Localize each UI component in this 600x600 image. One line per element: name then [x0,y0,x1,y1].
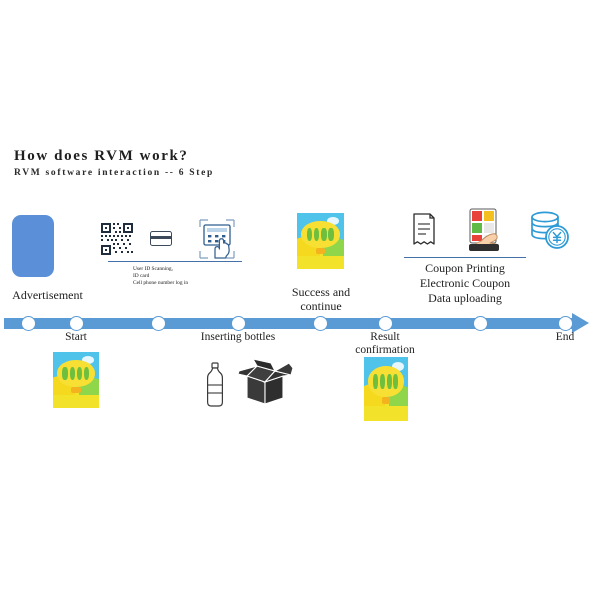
timeline-node-7[interactable] [472,316,488,331]
page-title: How does RVM work? [14,148,189,164]
timeline-node-3[interactable] [150,316,166,331]
cardboard-box-icon [237,358,294,406]
timeline-label-inserting-bottles: Inserting bottles [200,331,276,343]
timeline-node-8[interactable] [557,316,573,331]
promo-poster-image [364,357,408,421]
timeline-arrow-head [572,313,589,333]
coupon-caption: Coupon Printing Electronic Coupon Data u… [419,261,511,305]
hand-holding-phone-icon [466,208,504,252]
timeline-node-1[interactable] [20,316,36,331]
timeline-bar [4,318,574,329]
qr-code-icon [100,222,134,256]
promo-poster-image [53,352,99,408]
touch-keypad-icon [197,218,237,260]
timeline-label-result-confirmation: Result confirmation [355,331,415,356]
timeline-node-6[interactable] [377,316,393,331]
coupon-rule [404,257,526,258]
timeline-node-5[interactable] [312,316,328,331]
timeline-node-4[interactable] [230,316,246,331]
promo-poster-image [297,213,344,269]
plastic-bottle-icon [203,362,227,408]
timeline-label-start: Start [65,331,87,343]
identification-rule [108,261,242,262]
success-caption: Success and continue [291,285,351,313]
timeline-label-end: End [555,331,575,343]
page-subtitle: RVM software interaction -- 6 Step [14,168,215,178]
coins-yen-icon [528,210,570,250]
phone-screen-icon [12,215,54,277]
advertisement-caption: Advertisement [12,288,83,302]
timeline-node-2[interactable] [68,316,84,331]
receipt-icon [411,212,437,246]
identification-details: User ID Scanning, ID card Cell phone num… [133,266,189,287]
credit-card-icon [150,231,172,246]
